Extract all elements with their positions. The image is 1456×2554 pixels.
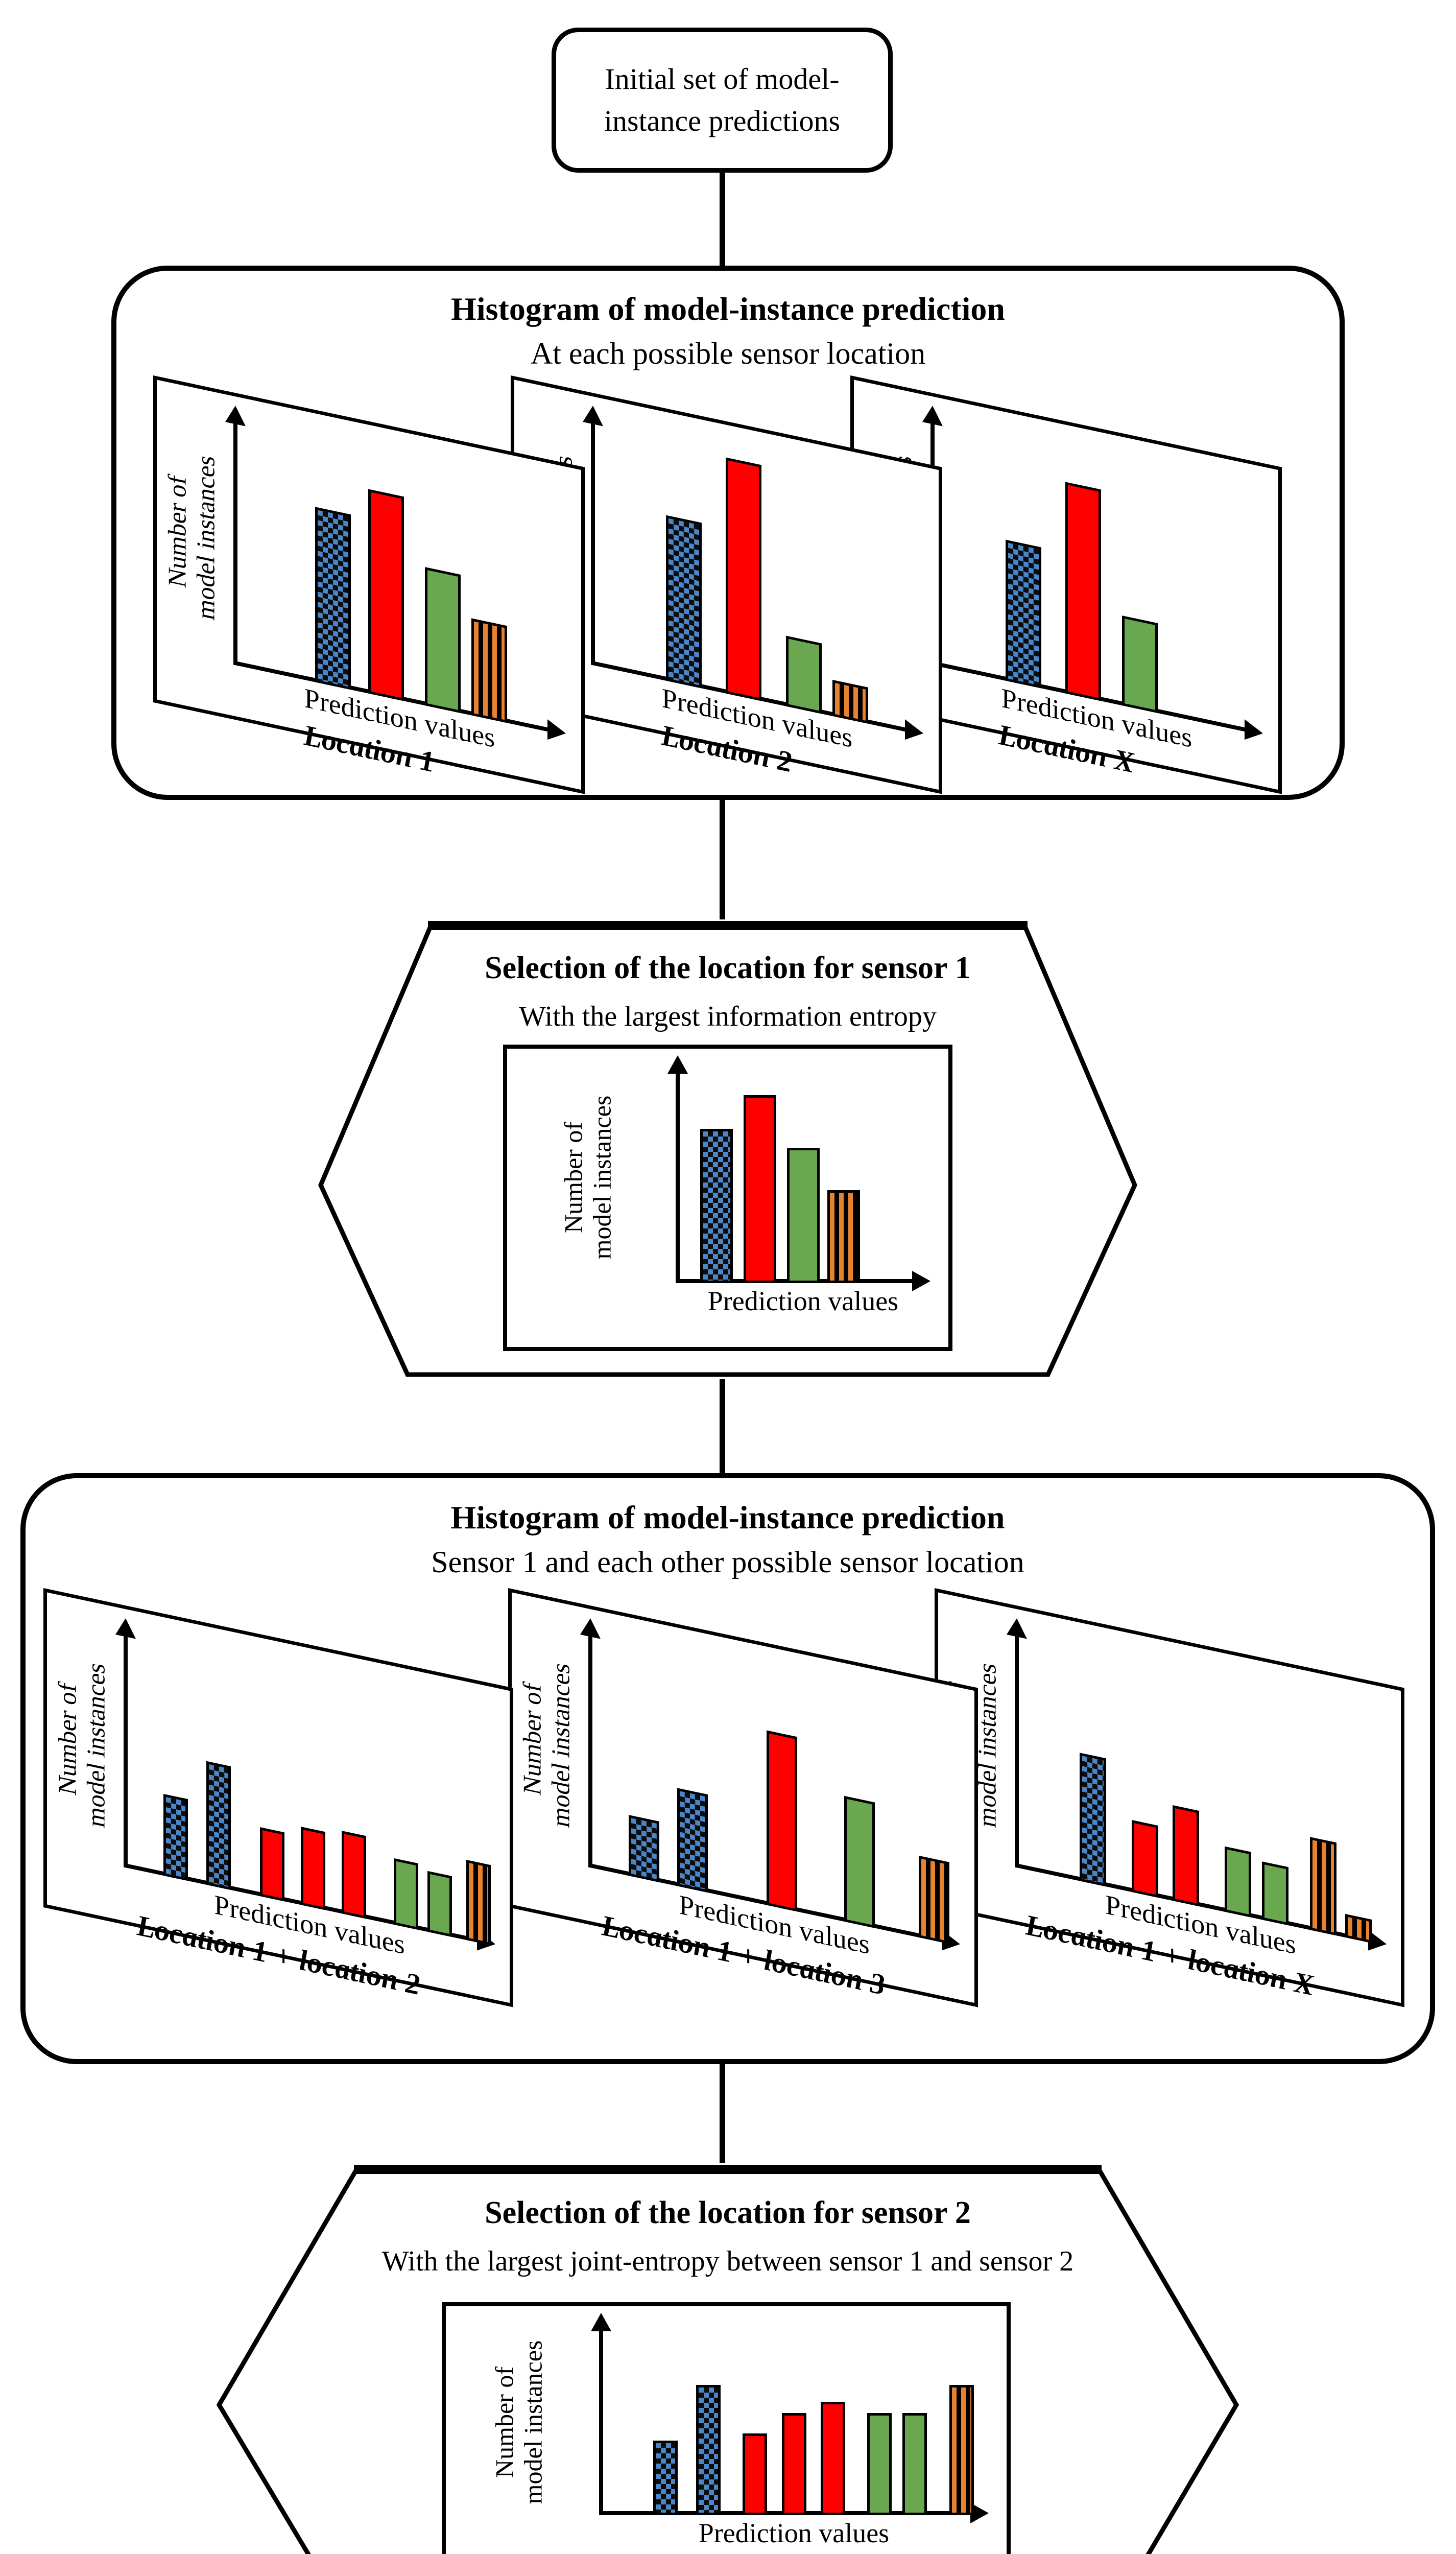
connector-line-4 <box>720 2064 725 2163</box>
histogram-bar-blue <box>666 515 702 689</box>
y-axis <box>233 421 237 666</box>
stage-2-subtitle: Sensor 1 and each other possible sensor … <box>431 1545 1024 1579</box>
histogram-bar-red <box>743 2433 767 2515</box>
start-node: Initial set of model- instance predictio… <box>552 28 893 173</box>
histogram-bar-green <box>1122 616 1158 713</box>
histogram-bar-red <box>1173 1805 1199 1907</box>
x-axis-label: Prediction values <box>698 2518 890 2548</box>
histogram-bar-orange <box>919 1855 949 1944</box>
histogram-bar-blue <box>653 2441 678 2515</box>
histogram-bar-red <box>368 489 404 701</box>
selection-node-sensor-2: Selection of the location for sensor 2 W… <box>214 2163 1241 2554</box>
histogram-bar-blue <box>700 1129 733 1283</box>
start-node-text-line2: instance predictions <box>604 104 841 137</box>
histogram-bar-blue <box>315 507 351 690</box>
hex-1-title: Selection of the location for sensor 1 <box>485 951 971 985</box>
histogram-bar-red <box>342 1831 366 1919</box>
hex-2-subtitle: With the largest joint-entropy between s… <box>381 2245 1074 2277</box>
y-axis-arrow-icon <box>583 403 603 427</box>
histogram-bar-red <box>1132 1820 1158 1898</box>
y-axis-arrow-icon <box>225 403 246 427</box>
histogram-bar-green <box>1225 1846 1251 1918</box>
y-axis-arrow-icon <box>115 1616 136 1639</box>
histogram-bar-green <box>427 1871 452 1937</box>
y-axis <box>588 1634 592 1869</box>
histogram-bar-red <box>1065 482 1101 701</box>
histogram-bar-blue <box>206 1761 231 1890</box>
stage-2-title: Histogram of model-instance prediction <box>450 1499 1005 1535</box>
histogram-bar-green <box>394 1858 418 1930</box>
y-axis <box>599 2329 603 2515</box>
histogram-bar-green <box>844 1795 875 1928</box>
histogram-bar-orange <box>949 2385 974 2515</box>
selection-node-sensor-1: Selection of the location for sensor 1 W… <box>317 919 1139 1379</box>
x-axis-arrow-icon <box>912 1271 930 1291</box>
stage-1-title: Histogram of model-instance prediction <box>451 291 1005 327</box>
histogram-bar-orange <box>827 1190 860 1283</box>
histogram-bar-red <box>301 1827 325 1910</box>
connector-line-2 <box>720 800 725 919</box>
stage-1-box: Histogram of model-instance prediction A… <box>111 266 1345 800</box>
y-axis-arrow-icon <box>591 2313 611 2331</box>
y-axis <box>591 421 595 666</box>
histogram-bar-green <box>786 635 822 714</box>
y-axis <box>676 1072 680 1283</box>
y-axis <box>124 1634 128 1869</box>
histogram-bar-red <box>767 1730 797 1912</box>
y-axis-arrow-icon <box>580 1616 601 1639</box>
histogram-bar-orange <box>832 679 868 724</box>
start-node-text-line1: Initial set of model- <box>605 62 840 96</box>
y-axis-arrow-icon <box>667 1055 688 1074</box>
histogram-bar-red <box>782 2413 806 2515</box>
connector-line-3 <box>720 1379 725 1473</box>
histogram-bar-red <box>260 1827 284 1902</box>
stage-2-box: Histogram of model-instance prediction S… <box>20 1473 1435 2064</box>
histogram-bar-blue <box>1006 539 1041 689</box>
x-axis-label: Prediction values <box>707 1286 899 1316</box>
hex-1-subtitle: With the largest information entropy <box>519 1001 937 1032</box>
histogram-bar-blue <box>1080 1753 1106 1887</box>
histogram-bar-red <box>726 457 761 701</box>
histogram-bar-orange <box>1310 1837 1336 1936</box>
y-axis-arrow-icon <box>1007 1616 1027 1639</box>
connector-line-1 <box>720 173 725 266</box>
y-axis-arrow-icon <box>922 403 943 427</box>
histogram-bar-orange <box>466 1859 491 1946</box>
histogram-bar-orange <box>471 618 507 723</box>
hex-2-title: Selection of the location for sensor 2 <box>485 2195 971 2230</box>
histogram-bar-green <box>902 2413 927 2515</box>
histogram-bar-orange <box>1345 1913 1372 1943</box>
stage-1-subtitle: At each possible sensor location <box>530 337 926 370</box>
histogram-bar-green <box>867 2413 892 2515</box>
histogram-bar-green <box>425 567 461 713</box>
histogram-bar-red <box>821 2402 845 2515</box>
histogram-bar-green <box>1262 1861 1288 1926</box>
histogram-bar-blue <box>677 1788 708 1893</box>
histogram-bar-blue <box>629 1815 659 1882</box>
y-axis <box>1015 1634 1019 1869</box>
histogram-bar-green <box>787 1148 820 1283</box>
histogram-bar-red <box>744 1095 776 1283</box>
histogram-bar-blue <box>696 2385 721 2515</box>
histogram-bar-blue <box>163 1793 188 1881</box>
